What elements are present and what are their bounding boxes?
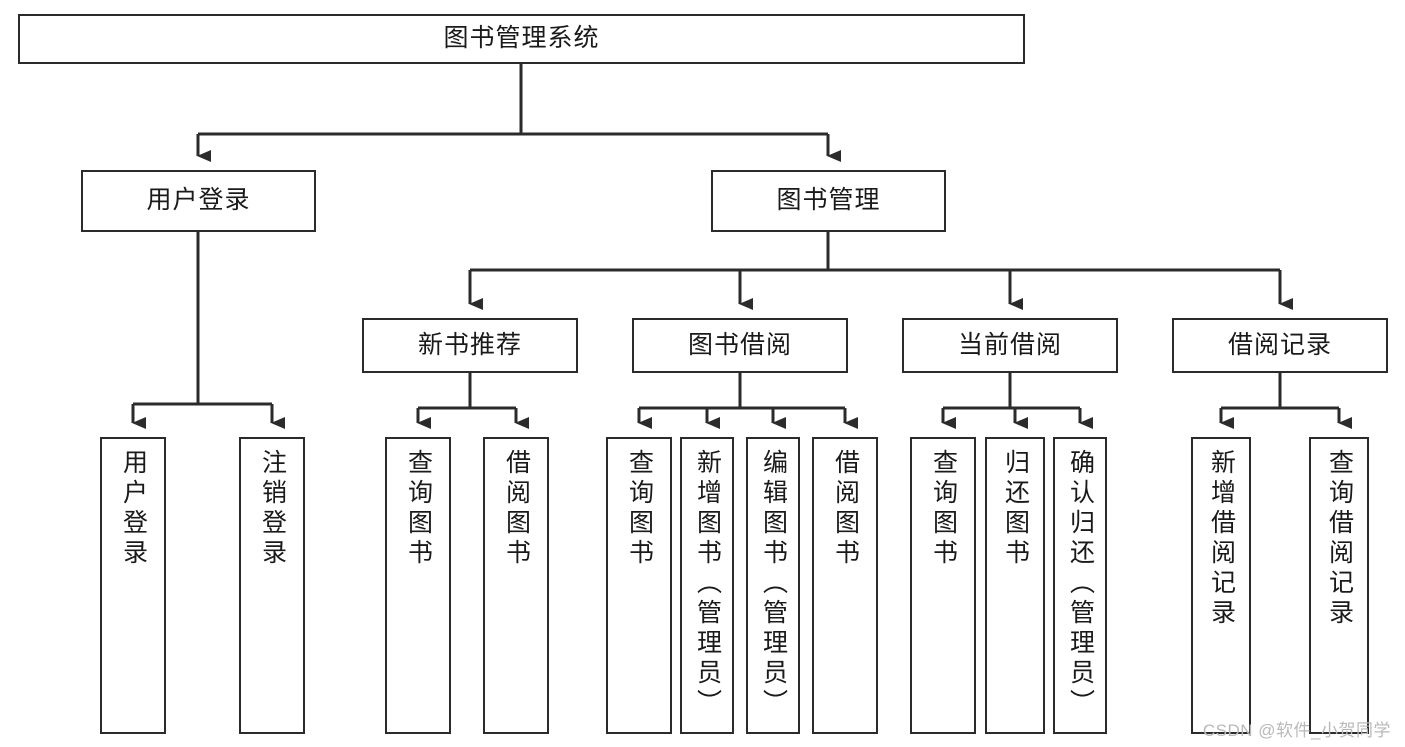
node-book-borrow-label: 图书借阅 bbox=[687, 330, 792, 359]
node-leaf-add-record[interactable]: 新增借阅记录 bbox=[1191, 437, 1251, 734]
node-leaf-query-book-3[interactable]: 查询图书 bbox=[910, 437, 976, 734]
node-leaf-edit-book[interactable]: 编辑图书（管理员） bbox=[746, 437, 800, 734]
node-root[interactable]: 图书管理系统 bbox=[18, 14, 1025, 64]
node-leaf-logout[interactable]: 注销登录 bbox=[239, 437, 305, 734]
node-new-book-recommend[interactable]: 新书推荐 bbox=[362, 318, 578, 373]
node-book-borrow[interactable]: 图书借阅 bbox=[632, 318, 848, 373]
node-borrow-record-label: 借阅记录 bbox=[1227, 330, 1332, 359]
node-current-borrow-label: 当前借阅 bbox=[957, 330, 1062, 359]
node-leaf-confirm-return[interactable]: 确认归还（管理员） bbox=[1053, 437, 1107, 734]
node-leaf-logout-label: 注销登录 bbox=[258, 449, 287, 569]
node-leaf-add-book[interactable]: 新增图书（管理员） bbox=[680, 437, 734, 734]
node-new-book-recommend-label: 新书推荐 bbox=[417, 330, 522, 359]
node-leaf-query-book-2-label: 查询图书 bbox=[625, 449, 654, 569]
node-leaf-query-book-1[interactable]: 查询图书 bbox=[385, 437, 451, 734]
node-leaf-edit-book-label: 编辑图书（管理员） bbox=[759, 449, 788, 719]
node-leaf-return-book-label: 归还图书 bbox=[1001, 449, 1030, 569]
node-leaf-query-book-3-label: 查询图书 bbox=[929, 449, 958, 569]
node-leaf-borrow-book-1[interactable]: 借阅图书 bbox=[483, 437, 549, 734]
node-user-login[interactable]: 用户登录 bbox=[81, 170, 316, 232]
node-current-borrow[interactable]: 当前借阅 bbox=[902, 318, 1118, 373]
node-leaf-add-record-label: 新增借阅记录 bbox=[1207, 449, 1236, 629]
node-user-login-label: 用户登录 bbox=[146, 186, 251, 215]
node-leaf-return-book[interactable]: 归还图书 bbox=[985, 437, 1045, 734]
node-leaf-borrow-book-1-label: 借阅图书 bbox=[502, 449, 531, 569]
node-leaf-query-book-2[interactable]: 查询图书 bbox=[606, 437, 672, 734]
node-book-manage-label: 图书管理 bbox=[776, 186, 881, 215]
node-leaf-user-login-label: 用户登录 bbox=[119, 449, 148, 569]
node-leaf-query-record[interactable]: 查询借阅记录 bbox=[1309, 437, 1369, 734]
node-borrow-record[interactable]: 借阅记录 bbox=[1172, 318, 1388, 373]
node-leaf-query-record-label: 查询借阅记录 bbox=[1325, 449, 1354, 629]
node-leaf-borrow-book-2[interactable]: 借阅图书 bbox=[812, 437, 878, 734]
node-leaf-user-login[interactable]: 用户登录 bbox=[100, 437, 166, 734]
node-leaf-confirm-return-label: 确认归还（管理员） bbox=[1066, 449, 1095, 719]
node-book-manage[interactable]: 图书管理 bbox=[711, 170, 946, 232]
watermark: CSDN @软件_小贺同学 bbox=[1202, 721, 1391, 740]
node-leaf-borrow-book-2-label: 借阅图书 bbox=[831, 449, 860, 569]
node-leaf-add-book-label: 新增图书（管理员） bbox=[693, 449, 722, 719]
node-leaf-query-book-1-label: 查询图书 bbox=[404, 449, 433, 569]
node-root-label: 图书管理系统 bbox=[443, 24, 600, 53]
